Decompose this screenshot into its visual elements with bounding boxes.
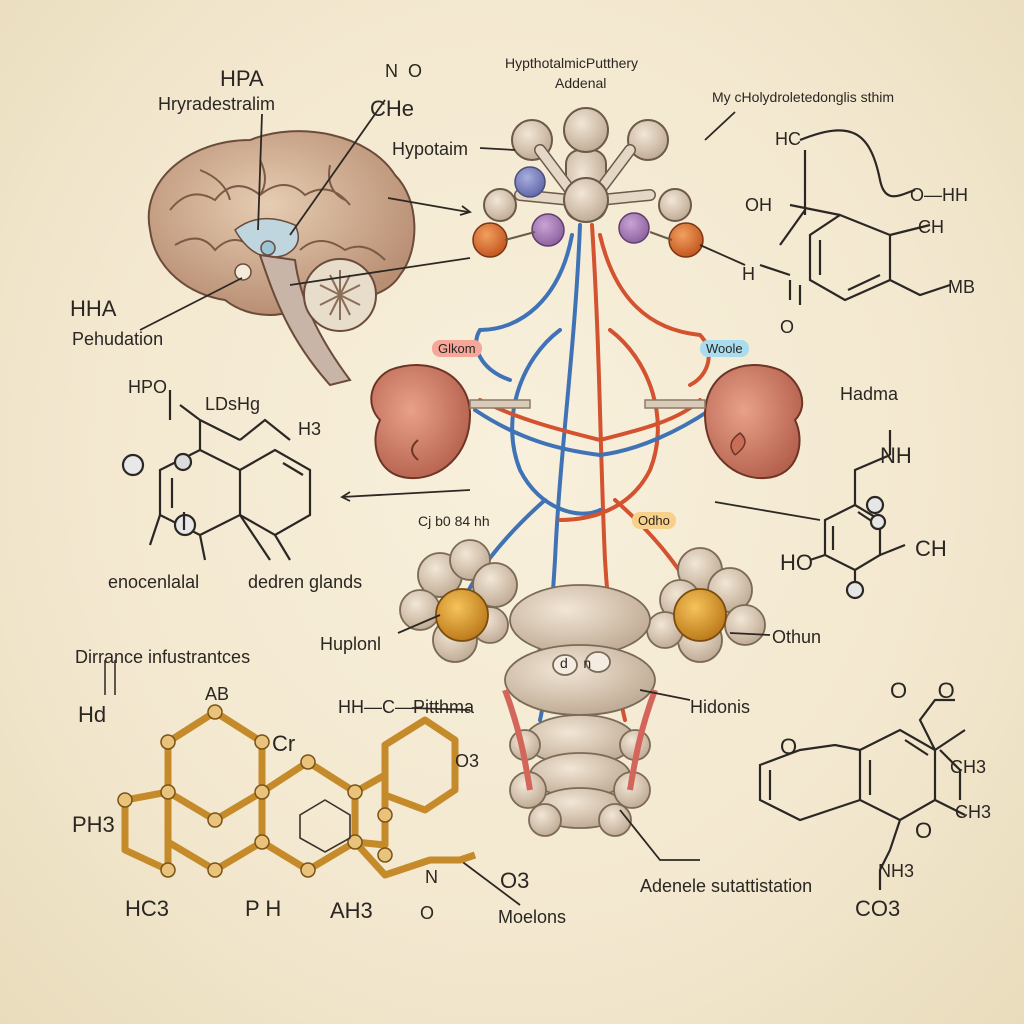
label-ab: AB [205,684,230,704]
label-hpa: HPA [220,66,264,91]
label-dn: d n [560,655,592,671]
label-o-right: O [780,317,795,337]
label-hidonis: Hidonis [690,697,751,717]
label-hc3: HC3 [125,896,170,921]
title-line1: HypthotalmicPutthery [505,55,639,71]
label-ch3-b: CH3 [955,802,992,822]
molecule-left-middle [121,390,312,561]
label-o-o: O O [890,678,955,703]
label-hha: HHA [70,296,117,321]
label-ho-right: HO [780,550,813,575]
molecule-bottom-left-atoms [117,704,393,878]
label-no: N O [385,61,423,81]
label-o-ring: O [915,818,933,843]
label-ph3: PH3 [72,812,115,837]
label-h-right: H [742,264,755,284]
title-line2: Addenal [555,75,607,91]
chip-odho: Odho [632,512,676,529]
label-cjbo: Cj b0 84 hh [418,513,490,529]
label-othun: Othun [772,627,822,647]
label-ph: P H [245,896,282,921]
label-o-small: O [420,903,435,923]
brain-illustration [147,130,416,387]
label-huplonl: Huplonl [320,634,382,654]
label-co3: CO3 [855,896,901,921]
label-adrenal-sub: Adenele sutattistation [640,876,813,896]
label-cr: Cr [272,731,296,756]
blood-vessels [458,223,712,722]
label-dedren-glands: dedren glands [248,572,363,592]
label-che: CHe [370,96,415,121]
label-hc-right: HC [775,129,801,149]
label-note-top-right: My cHolydroletedonglis sthim [712,89,895,105]
label-pehudation: Pehudation [72,329,164,349]
label-nh3: NH3 [878,861,915,881]
label-hpo: HPO [128,377,168,397]
label-o3: O3 [455,751,480,771]
label-moelons: Moelons [498,907,567,927]
hypothalamus-structure [472,107,704,258]
label-ch-right: CH [918,217,944,237]
molecule-bottom-left-inner [104,660,351,853]
chip-gluco: Glkom [432,340,482,357]
label-hypotaim: Hypotaim [392,139,469,159]
label-ch3-a: CH3 [950,757,987,777]
molecule-right-middle [809,430,906,600]
leader-lines [139,99,821,906]
label-o-left: O [780,734,798,759]
label-ah3: AH3 [330,898,373,923]
label-nh: NH [880,443,912,468]
label-h3: H3 [298,419,322,439]
label-dirrance: Dirrance infustrantces [75,647,251,667]
molecule-bottom-left [121,708,477,879]
chip-woole: Woole [700,340,749,357]
label-hd: Hd [78,702,107,727]
label-hh-pitthma: HH—C—Pitthma [338,697,475,717]
label-o-hh: O—HH [910,185,968,205]
label-o3-b: O3 [500,868,530,893]
label-n-small: N [425,867,438,887]
label-hryradestralim: Hryradestralim [158,94,276,114]
label-oh-right: OH [745,195,772,215]
molecule-top-right [759,129,951,305]
label-ch-right2: CH [915,536,947,561]
label-ldsh: LDsHg [205,394,261,414]
label-mb: MB [948,277,975,297]
label-hadma: Hadma [840,384,899,404]
label-enocenlalal: enocenlalal [108,572,200,592]
adrenal-cluster [399,539,766,837]
molecule-bottom-right [758,698,966,890]
kidneys [370,364,804,480]
